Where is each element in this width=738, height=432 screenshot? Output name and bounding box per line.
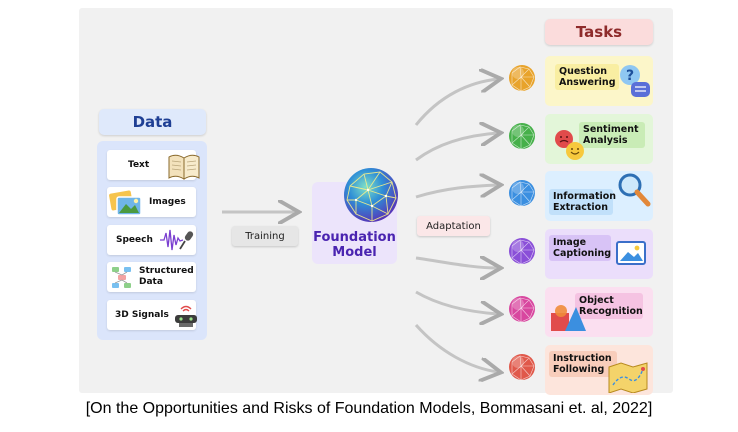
photo-icon bbox=[109, 190, 142, 216]
foundation-model-label: Model bbox=[332, 245, 377, 260]
task-label-line: Recognition bbox=[579, 306, 643, 317]
task-label-line: Image bbox=[553, 237, 587, 248]
data-item-label: Structured bbox=[139, 266, 194, 276]
task-label-line: Captioning bbox=[553, 248, 612, 259]
task-sphere-icon bbox=[509, 180, 535, 207]
data-sources-box: Text Images Speech Structured Data bbox=[97, 141, 207, 340]
task-sphere-icon bbox=[509, 354, 535, 381]
data-item-label: Text bbox=[128, 160, 150, 170]
microphone-icon bbox=[160, 229, 194, 251]
task-sphere-icon bbox=[509, 296, 535, 323]
data-item-label: Data bbox=[139, 277, 163, 287]
arrow-to-recognition bbox=[415, 290, 498, 314]
tasks-header: Tasks bbox=[545, 19, 653, 45]
book-icon bbox=[168, 154, 200, 180]
task-label-line: Instruction bbox=[553, 353, 612, 364]
data-item-images: Images bbox=[107, 187, 196, 217]
svg-text:?: ? bbox=[626, 68, 634, 84]
sensor-icon bbox=[175, 305, 197, 327]
flowchart-icon bbox=[112, 267, 131, 288]
shapes-icon bbox=[551, 305, 586, 331]
emoji-faces-icon bbox=[555, 130, 584, 160]
task-label-line: Sentiment bbox=[583, 124, 639, 135]
arrow-to-qa bbox=[414, 79, 498, 126]
magnifier-icon bbox=[618, 173, 651, 207]
adaptation-label: Adaptation bbox=[417, 216, 490, 236]
task-label-line: Object bbox=[579, 295, 614, 306]
data-item-speech: Speech bbox=[107, 225, 196, 255]
arrow-to-extraction bbox=[415, 185, 498, 199]
data-item-structured: Structured Data bbox=[107, 262, 196, 292]
task-label-line: Extraction bbox=[553, 202, 608, 213]
task-label-line: Answering bbox=[559, 77, 616, 88]
data-item-text: Text bbox=[107, 150, 200, 180]
arrow-to-sentiment bbox=[415, 133, 498, 162]
task-label-line: Following bbox=[553, 364, 605, 375]
data-item-label: 3D Signals bbox=[115, 310, 169, 320]
arrow-to-captioning bbox=[415, 258, 498, 268]
task-label-line: Information bbox=[553, 191, 617, 202]
task-label-line: Question bbox=[559, 66, 608, 77]
foundation-model-label: Foundation bbox=[313, 230, 396, 245]
training-label: Training bbox=[232, 226, 298, 246]
picture-frame-icon bbox=[616, 241, 646, 265]
data-item-label: Images bbox=[149, 197, 186, 207]
citation-caption: [On the Opportunities and Risks of Found… bbox=[85, 400, 653, 417]
task-sphere-icon bbox=[509, 65, 535, 92]
arrow-to-following bbox=[414, 324, 498, 372]
data-item-3d-signals: 3D Signals bbox=[107, 300, 197, 330]
network-sphere-icon bbox=[344, 168, 398, 222]
task-sphere-icon bbox=[509, 238, 535, 265]
task-sphere-icon bbox=[509, 123, 535, 150]
map-icon bbox=[608, 362, 648, 393]
task-label-line: Analysis bbox=[583, 135, 628, 146]
data-item-label: Speech bbox=[116, 235, 153, 245]
data-header: Data bbox=[99, 109, 206, 135]
speech-bubbles-icon: ? bbox=[620, 65, 650, 97]
